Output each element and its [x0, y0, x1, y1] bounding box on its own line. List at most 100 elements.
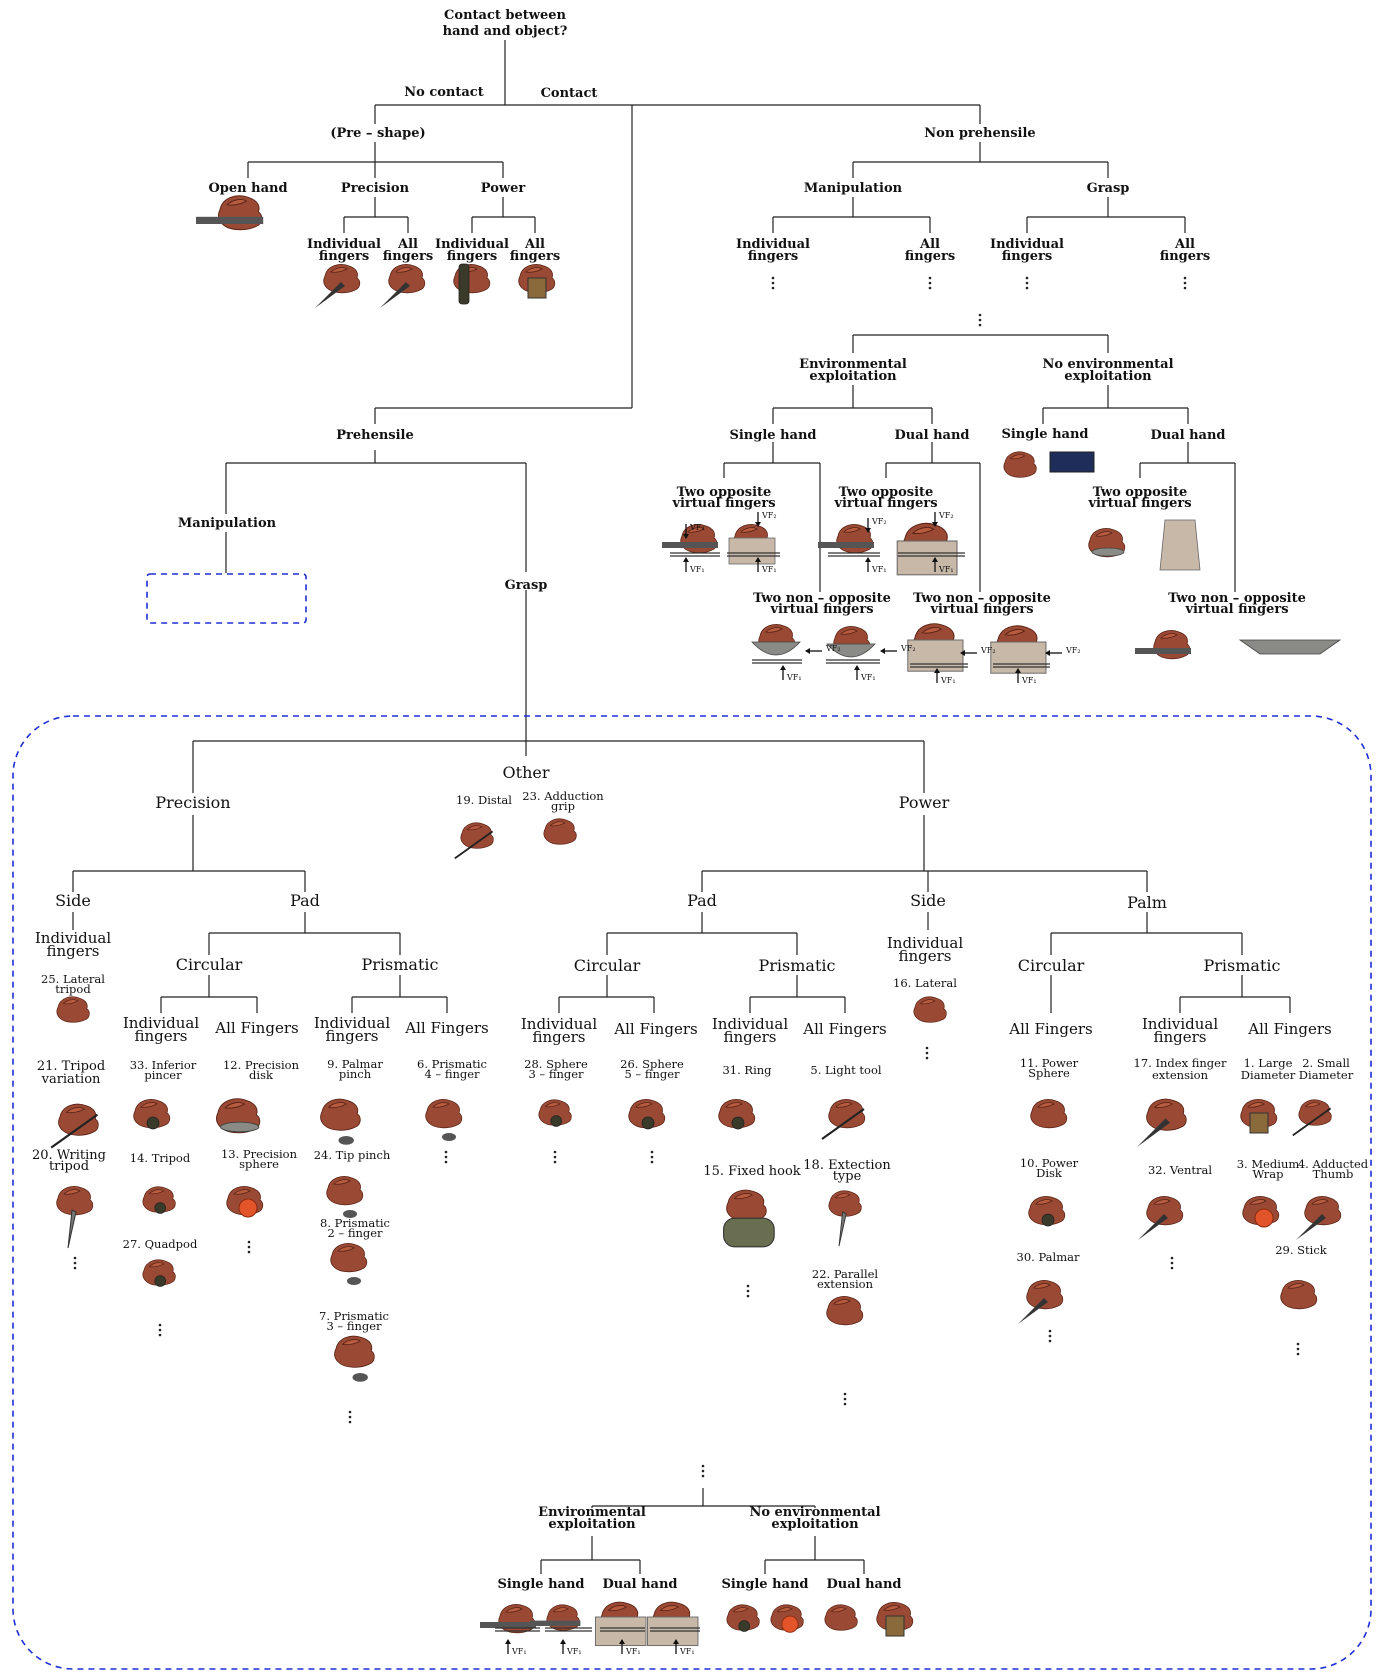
finger-shape [1247, 1102, 1265, 1108]
hand-icon [453, 263, 491, 305]
object-icon [738, 1620, 750, 1632]
vf-label: VF₁ [511, 1647, 527, 1656]
hand-icon [1028, 1196, 1066, 1227]
vf-label: VF₁ [679, 1647, 695, 1656]
vf-label: VF₁ [938, 565, 954, 574]
object-icon [380, 282, 410, 308]
arrow-icon: VF₁ [683, 557, 705, 574]
hand-icon [913, 996, 947, 1023]
label-bottom-noenv-dual: Dual hand [826, 1577, 901, 1592]
arrow-icon: VF₁ [560, 1639, 582, 1656]
ellipsis-icon [1025, 281, 1029, 285]
label-wp-all: All Fingers [802, 1020, 886, 1038]
arrow-head [619, 1639, 625, 1644]
label-np-grasp: Grasp [1087, 181, 1130, 196]
finger-shape [835, 1102, 853, 1108]
object-icon [1249, 1112, 1269, 1134]
ellipsis-icon [746, 1284, 750, 1288]
arrow-head [505, 1639, 511, 1644]
ellipsis-icon [701, 1474, 705, 1478]
ellipsis-icon [553, 1155, 557, 1159]
finger-shape [883, 1605, 901, 1611]
ellipsis-icon [348, 1415, 352, 1419]
hand-icon [380, 264, 426, 308]
ellipsis-icon [247, 1245, 251, 1249]
ellipsis-icon [701, 1469, 705, 1473]
arrow-head [683, 557, 689, 562]
vf-label: VF₂ [980, 646, 996, 655]
grasp-tree-labels: Other Precision Power Side Pad Pad Side … [35, 763, 1332, 1592]
ellipsis-icon [925, 1051, 929, 1055]
arrow-icon: VF₂ [755, 511, 777, 527]
label-np-noenv-single-hand: Single hand [1001, 427, 1088, 442]
hand-icon [662, 524, 718, 554]
finger-shape [921, 627, 943, 634]
object-icon [1296, 1214, 1326, 1240]
label-contact: Contact [541, 86, 598, 101]
finger-shape [525, 267, 543, 273]
ellipsis-icon [1183, 281, 1187, 285]
label-power-pad: Pad [687, 891, 717, 910]
arrow-icon: VF₁ [780, 665, 802, 682]
arrow-head [865, 528, 871, 533]
object-icon [1159, 519, 1201, 571]
hand-icon [1242, 1196, 1280, 1228]
label-np-env-dual-hand: Dual hand [894, 428, 969, 443]
label-precision-pad: Pad [290, 891, 320, 910]
finger-shape [148, 1189, 165, 1195]
object-icon [67, 1209, 77, 1249]
label-palm-prismatic: Prismatic [1204, 956, 1281, 975]
ellipsis-icon [771, 281, 775, 285]
hand-icon [1030, 1099, 1068, 1129]
finger-shape [327, 1102, 348, 1109]
finger-shape [1249, 1199, 1267, 1205]
tree-connectors [72, 40, 1291, 1574]
object-icon [458, 263, 470, 305]
arrow-icon: VF₂ [805, 644, 841, 654]
hand-images [50, 195, 1342, 1647]
arrow-icon: VF₁ [865, 557, 887, 574]
hand-icon [320, 1098, 361, 1145]
object-icon [454, 830, 494, 860]
arrow-icon: VF₁ [619, 1639, 641, 1656]
finger-shape [1037, 1102, 1055, 1108]
object-icon [885, 1615, 905, 1637]
hand-icon [628, 1099, 666, 1130]
label-precision-pad-prismatic: Prismatic [362, 955, 439, 974]
finger-shape [505, 1607, 523, 1613]
finger-shape [1035, 1199, 1053, 1205]
label-prehensile-grasp: Grasp [505, 578, 548, 593]
finger-shape [1004, 629, 1026, 636]
hand-icon [896, 522, 958, 576]
finger-shape [466, 825, 483, 831]
label-bottom-env-dual: Dual hand [602, 1577, 677, 1592]
vf-label: VF₂ [761, 511, 777, 520]
hand-icon [1292, 1099, 1332, 1137]
label-power-pad-circular: Circular [574, 956, 641, 975]
hand-icon [1088, 528, 1126, 558]
vf-label: VF₂ [900, 644, 916, 653]
hand-icon [594, 1601, 647, 1647]
ellipsis-icon [348, 1410, 352, 1414]
finger-shape [919, 999, 936, 1005]
object-icon [154, 1275, 166, 1287]
hand-icon [133, 1099, 171, 1130]
arrow-head [932, 557, 938, 562]
virtual-finger-markers: VF₁VF₂VF₁VF₂VF₁VF₂VF₁VF₂VF₁VF₂VF₁VF₂VF₁V… [495, 511, 1081, 1656]
hand-icon [1240, 1099, 1278, 1134]
object-icon [352, 1373, 368, 1382]
ellipsis-icon [746, 1294, 750, 1298]
